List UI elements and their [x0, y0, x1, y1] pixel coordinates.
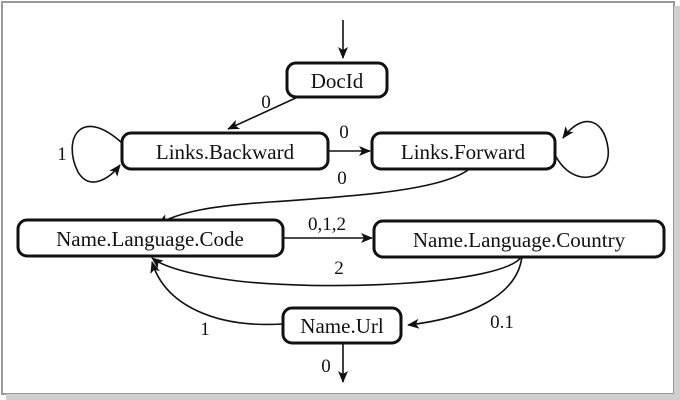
edge-label-docid-to-backward: 0	[261, 92, 271, 113]
edge-label-country-to-url: 0.1	[490, 312, 514, 333]
edge-docid-to-backward	[227, 95, 301, 130]
edge-label-code-to-country: 0,1,2	[308, 214, 346, 235]
edge-forward-self-loop	[554, 120, 609, 178]
edge-country-to-url	[407, 255, 523, 329]
frame-shadow-bottom	[6, 394, 680, 400]
edge-label-forward-to-code: 0	[337, 168, 347, 189]
edge-label-url-to-code: 1	[200, 319, 210, 340]
edge-label-backward-self: 1	[57, 144, 67, 165]
edge-label-url-exit: 0	[321, 356, 331, 377]
edge-label-country-to-code: 2	[334, 258, 344, 279]
node-name-url: Name.Url	[281, 306, 403, 345]
node-docid: DocId	[285, 61, 389, 99]
edge-forward-to-code	[157, 169, 469, 225]
edge-country-to-code	[151, 255, 523, 287]
node-name-language-country-label: Name.Language.Country	[413, 228, 626, 252]
node-name-language-code-label: Name.Language.Code	[56, 227, 244, 251]
edge-url-to-code	[150, 261, 283, 326]
frame-shadow-right	[674, 6, 680, 400]
node-links-backward: Links.Backward	[120, 131, 330, 171]
node-name-url-label: Name.Url	[300, 314, 384, 338]
edge-label-backward-to-forward: 0	[339, 122, 349, 143]
node-links-forward: Links.Forward	[370, 131, 557, 171]
node-docid-label: DocId	[311, 69, 364, 93]
node-name-language-code: Name.Language.Code	[16, 218, 285, 258]
node-name-language-country: Name.Language.Country	[372, 219, 666, 259]
node-links-backward-label: Links.Backward	[156, 140, 295, 164]
node-links-forward-label: Links.Forward	[401, 140, 526, 164]
edge-backward-self-loop	[71, 125, 123, 183]
